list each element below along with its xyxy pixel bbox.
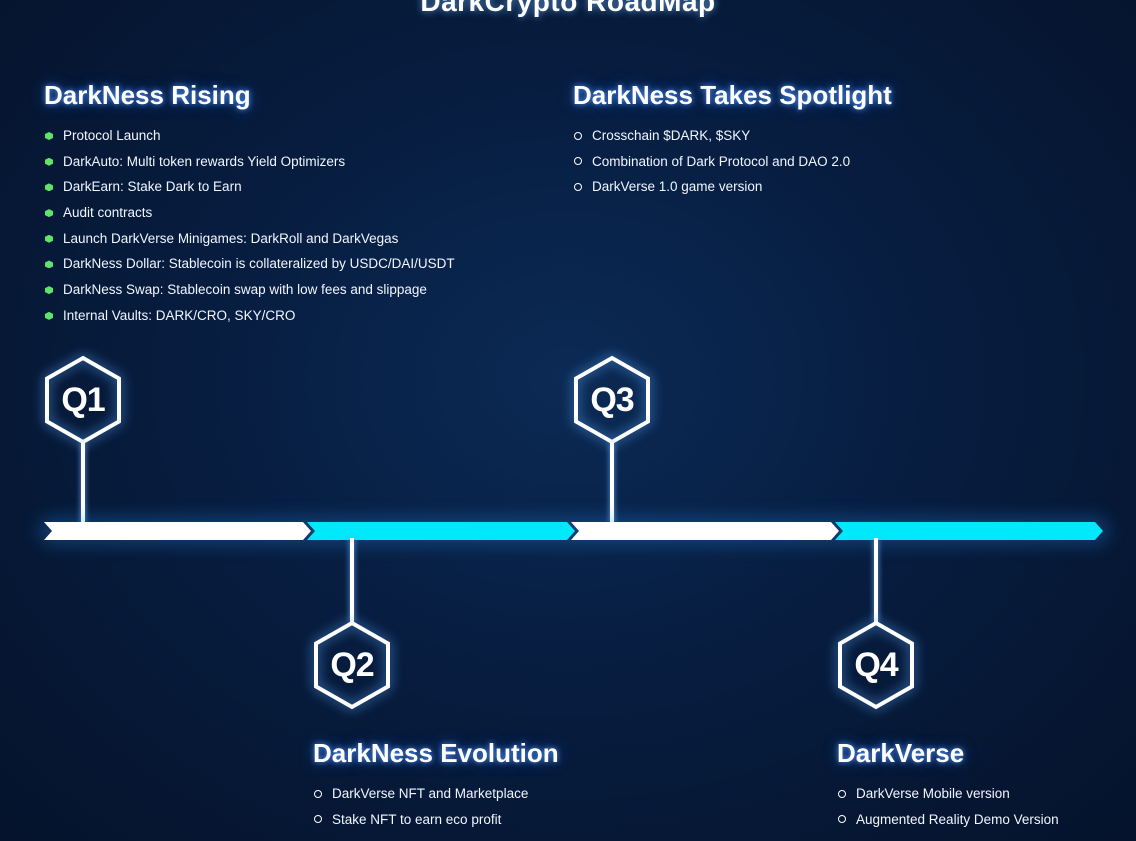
phase-q3: DarkNess Takes Spotlight Crosschain $DAR… bbox=[573, 80, 892, 200]
phase-item-list: Crosschain $DARK, $SKY Combination of Da… bbox=[573, 123, 892, 200]
list-item: Combination of Dark Protocol and DAO 2.0 bbox=[573, 149, 892, 175]
timeline-segment-q2 bbox=[307, 522, 575, 540]
list-item: DarkVerse NFT and Marketplace bbox=[313, 781, 559, 807]
quarter-label: Q2 bbox=[330, 646, 374, 684]
timeline-segment-q4 bbox=[835, 522, 1103, 540]
list-item: Augmented Reality Demo Version bbox=[837, 807, 1059, 833]
phase-item-list: DarkVerse NFT and Marketplace Stake NFT … bbox=[313, 781, 559, 832]
list-item: DarkNess Swap: Stablecoin swap with low … bbox=[44, 277, 455, 303]
hexagon-icon bbox=[838, 620, 914, 710]
list-item: Stake NFT to earn eco profit bbox=[313, 807, 559, 833]
phase-title: DarkNess Evolution bbox=[313, 738, 559, 768]
timeline-segment-q1 bbox=[44, 522, 311, 540]
phase-title: DarkNess Takes Spotlight bbox=[573, 80, 892, 110]
list-item: Protocol Launch bbox=[44, 123, 455, 149]
page-title: DarkCrypto RoadMap bbox=[420, 0, 716, 17]
q3-hexagon-badge: Q3 bbox=[572, 355, 652, 445]
phase-title: DarkNess Rising bbox=[44, 80, 251, 110]
timeline-segment-q3 bbox=[571, 522, 839, 540]
list-item: DarkNess Dollar: Stablecoin is collatera… bbox=[44, 251, 455, 277]
q4-hexagon-badge: Q4 bbox=[836, 620, 916, 710]
list-item: Launch DarkVerse Minigames: DarkRoll and… bbox=[44, 226, 455, 252]
hexagon-icon bbox=[314, 620, 390, 710]
q1-connector-line bbox=[81, 442, 85, 524]
list-item: Crosschain $DARK, $SKY bbox=[573, 123, 892, 149]
q2-hexagon-badge: Q2 bbox=[312, 620, 392, 710]
phase-q4: DarkVerse DarkVerse Mobile version Augme… bbox=[837, 738, 1059, 832]
list-item: Internal Vaults: DARK/CRO, SKY/CRO bbox=[44, 303, 455, 329]
list-item: DarkVerse 1.0 game version bbox=[573, 174, 892, 200]
phase-title: DarkVerse bbox=[837, 738, 965, 768]
list-item: DarkEarn: Stake Dark to Earn bbox=[44, 174, 455, 200]
phase-q2: DarkNess Evolution DarkVerse NFT and Mar… bbox=[313, 738, 559, 832]
q4-connector-line bbox=[874, 538, 878, 622]
quarter-label: Q1 bbox=[61, 381, 105, 419]
q1-hexagon-badge: Q1 bbox=[43, 355, 123, 445]
phase-item-list: Protocol Launch DarkAuto: Multi token re… bbox=[44, 123, 455, 329]
list-item: Audit contracts bbox=[44, 200, 455, 226]
phase-q1: DarkNess Rising Protocol Launch DarkAuto… bbox=[44, 80, 455, 329]
q3-connector-line bbox=[610, 442, 614, 524]
list-item: DarkVerse Mobile version bbox=[837, 781, 1059, 807]
q2-connector-line bbox=[350, 538, 354, 622]
quarter-label: Q3 bbox=[590, 381, 634, 419]
list-item: DarkAuto: Multi token rewards Yield Opti… bbox=[44, 149, 455, 175]
quarter-label: Q4 bbox=[854, 646, 898, 684]
phase-item-list: DarkVerse Mobile version Augmented Reali… bbox=[837, 781, 1059, 832]
